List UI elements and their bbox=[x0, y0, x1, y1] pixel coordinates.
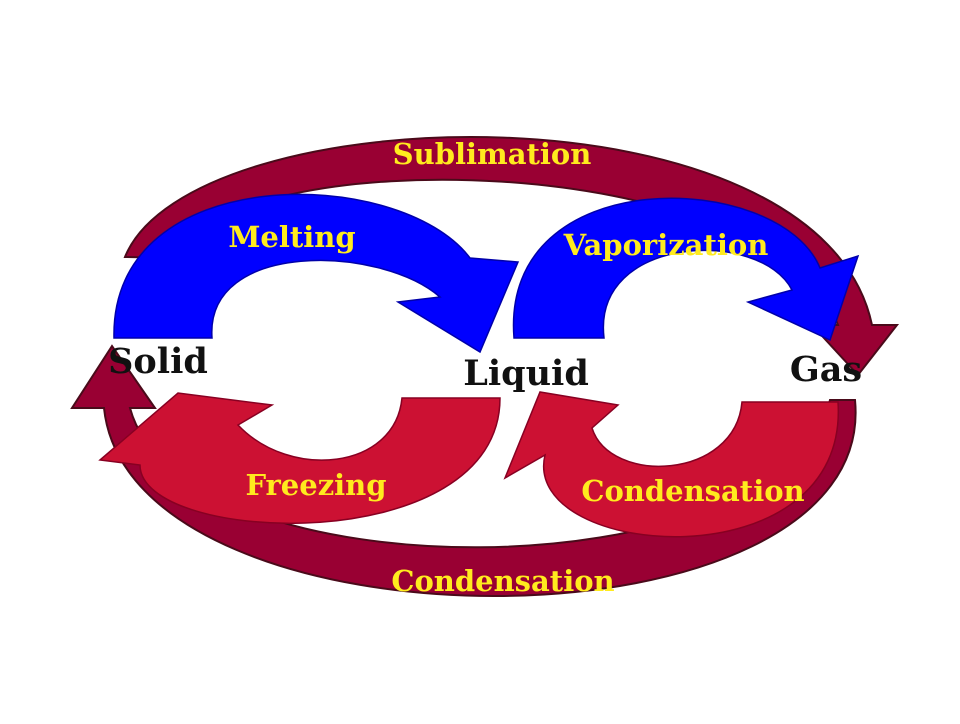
gas-label: Gas bbox=[790, 349, 862, 390]
liquid-label: Liquid bbox=[463, 353, 589, 394]
vaporization-arrow bbox=[512, 197, 860, 342]
sublimation-arrow bbox=[123, 136, 900, 377]
freezing-arrow bbox=[98, 392, 501, 525]
sublimation-label: Sublimation bbox=[393, 137, 592, 171]
condensation-outer-label: Condensation bbox=[391, 564, 614, 598]
melting-arrow bbox=[113, 193, 520, 354]
vaporization-label: Vaporization bbox=[563, 228, 769, 262]
condensation-inner-arrow bbox=[503, 391, 839, 538]
melting-label: Melting bbox=[228, 220, 355, 254]
freezing-label: Freezing bbox=[245, 468, 386, 502]
solid-label: Solid bbox=[108, 341, 208, 382]
condensation-inner-label: Condensation bbox=[581, 474, 804, 508]
